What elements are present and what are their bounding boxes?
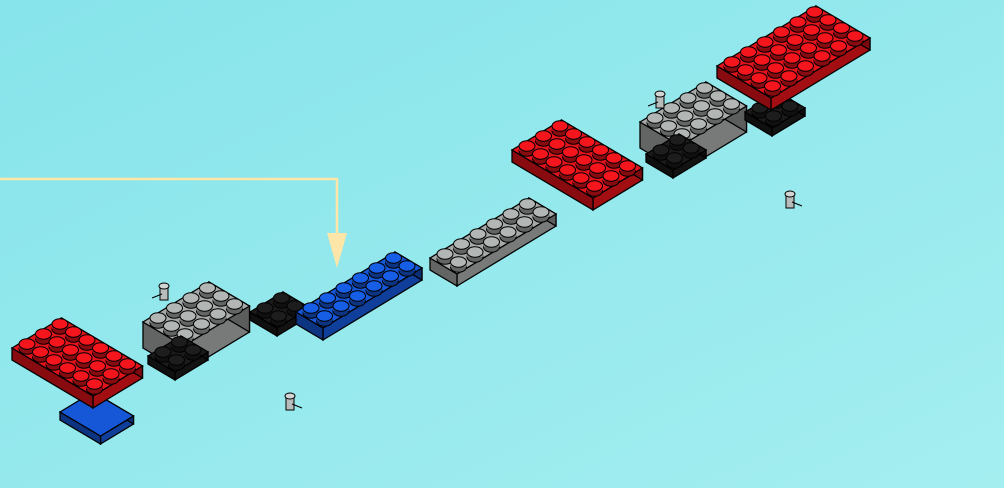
- front-gray-block-stud: [194, 319, 210, 334]
- rear-wing-right-stud: [847, 31, 863, 46]
- center-gray-plate-stud: [533, 207, 549, 222]
- rear-gray-block-top-stud: [691, 119, 707, 134]
- center-gray-plate-stud: [517, 217, 533, 232]
- blue-plate-stud: [366, 281, 382, 296]
- front-black-tile-a-stud: [271, 311, 287, 326]
- middle-red-plate-stud: [603, 171, 619, 186]
- center-gray-plate-stud: [467, 247, 483, 262]
- blue-plate-stud: [383, 271, 399, 286]
- middle-red-plate-stud: [620, 161, 636, 176]
- blue-plate-stud: [399, 261, 415, 276]
- middle-red-plate-stud: [587, 181, 603, 196]
- front-black-tile-b-stud: [185, 345, 201, 360]
- center-gray-plate-stud: [484, 237, 500, 252]
- rear-wing-right-stud: [781, 71, 797, 86]
- rear-gray-block-top-stud: [707, 109, 723, 124]
- blue-plate-stud: [333, 301, 349, 316]
- front-gray-block-stud: [210, 309, 226, 324]
- rear-wing-right-stud: [831, 41, 847, 56]
- front-wing-left-stud: [103, 369, 119, 384]
- blue-plate-stud: [317, 311, 333, 326]
- rear-wing-right-stud: [798, 61, 814, 76]
- front-black-tile-b-stud: [169, 355, 185, 370]
- rear-black-tile-b-stud: [667, 153, 683, 168]
- rear-gray-block-top-stud: [724, 99, 740, 114]
- front-wing-left-stud: [87, 379, 103, 394]
- rear-wing-right-stud: [765, 81, 781, 96]
- center-gray-plate-stud: [500, 227, 516, 242]
- rear-black-tile-a-stud: [782, 101, 798, 116]
- center-gray-plate-stud: [451, 257, 467, 272]
- rear-black-tile-a-stud: [766, 111, 782, 126]
- front-gray-block-stud: [227, 299, 243, 314]
- front-wing-left-stud: [120, 359, 136, 374]
- blue-plate-stud: [350, 291, 366, 306]
- rear-black-tile-b-stud: [683, 143, 699, 158]
- rear-wing-right-stud: [814, 51, 830, 66]
